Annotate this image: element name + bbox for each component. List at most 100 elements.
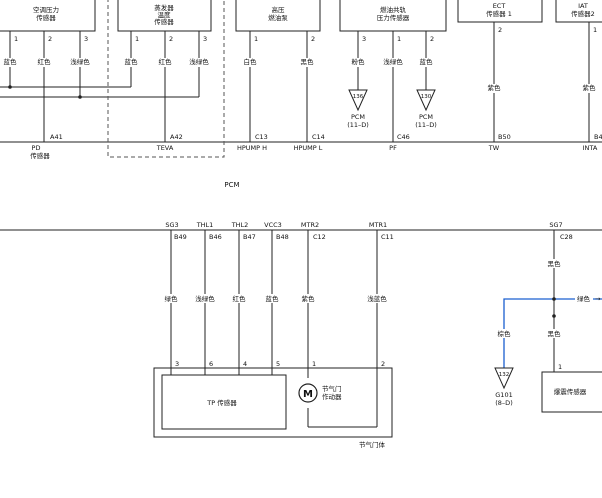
- rail-pin-3: 3: [362, 35, 366, 43]
- wire-hpump-2-text: 黑色: [301, 57, 315, 66]
- ect-label-2: 传感器 1: [486, 9, 512, 18]
- pcm-signal-sg3: SG3: [165, 221, 178, 229]
- ac-label-1: 空调压力: [33, 5, 59, 14]
- wire-sg7-right: 绿色: [577, 294, 591, 303]
- wire-rail-3-text: 粉色: [352, 57, 366, 66]
- throttle-pin-3: 3: [175, 360, 179, 368]
- ac-pressure-sensor-box: [0, 0, 96, 32]
- wire-ect-text: 紫色: [488, 83, 502, 92]
- wire-rail-1-text: 浅绿色: [383, 57, 403, 66]
- hpump-box: [235, 0, 321, 32]
- wire-evap-2-text: 红色: [159, 57, 173, 66]
- ground-ref-130-num: 130: [421, 94, 432, 100]
- iat-sensor-box: [555, 0, 602, 23]
- pcm-label: PCM: [224, 181, 239, 189]
- shield-wire-blue: [503, 298, 602, 368]
- pcm-signal-mtr1: MTR1: [369, 221, 387, 229]
- wire-vcc3: 蓝色: [266, 294, 280, 303]
- throttle-pin-1: 1: [312, 360, 316, 368]
- wire-evap-1-text: 蓝色: [125, 57, 139, 66]
- pcm-pin-c28: C28: [560, 233, 573, 241]
- ect-pin-2: 2: [498, 26, 502, 34]
- ac-pin-3: 3: [84, 35, 88, 43]
- ground-ref-136-num: 136: [353, 94, 364, 100]
- knock-sensor-pin-1: 1: [558, 363, 562, 371]
- throttle-pin-2: 2: [381, 360, 385, 368]
- wire-sg7-lower: 黑色: [548, 329, 562, 338]
- wire-sg7-right-arrow: →: [595, 295, 601, 303]
- throttle-body-outline: [153, 367, 393, 438]
- pcm-signal-hpump-l: HPUMP L: [294, 144, 323, 152]
- ac-pin-2: 2: [48, 35, 52, 43]
- pcm-pin-c14: C14: [312, 133, 325, 141]
- wire-thl1: 浅绿色: [195, 294, 215, 303]
- wire-sg7-left: 棕色: [498, 329, 512, 338]
- rail-pin-2: 2: [430, 35, 434, 43]
- hpump-label-1: 高压: [272, 5, 286, 14]
- pcm-signal-thl2: THL2: [231, 221, 249, 229]
- pcm-signal-teva: TEVA: [156, 144, 174, 152]
- wire-hpump-1-text: 白色: [244, 57, 258, 66]
- iat-pin-1: 1: [593, 26, 597, 34]
- wire-ac-1-text: 蓝色: [4, 57, 18, 66]
- pcm-signal-pf: PF: [389, 144, 397, 152]
- hpump-pin-1: 1: [254, 35, 258, 43]
- pcm-pin-b47: B47: [243, 233, 256, 241]
- evap-label-1: 蒸发器: [154, 3, 174, 12]
- evap-pin-2: 2: [169, 35, 173, 43]
- knock-sensor-box: [541, 371, 602, 413]
- pcm-signal-vcc3: VCC3: [264, 221, 282, 229]
- ac-pin-1: 1: [14, 35, 18, 43]
- pcm-signal-pd-sub: 传感器: [30, 151, 50, 160]
- motor-symbol: M: [303, 389, 313, 400]
- ac-label-2: 传感器: [36, 13, 56, 22]
- rail-pin-1: 1: [397, 35, 401, 43]
- ground-ref-136-label-2: (11–D): [347, 121, 369, 129]
- tp-sensor-label: TP 传感器: [206, 398, 237, 407]
- evap-label-3: 传感器: [154, 17, 174, 26]
- pcm-pin-c12: C12: [313, 233, 326, 241]
- ground-g101-num: 132: [499, 372, 510, 378]
- ground-ref-130-label-1: PCM: [419, 113, 433, 121]
- hpump-pin-2: 2: [311, 35, 315, 43]
- rail-label-1: 燃油共轨: [380, 5, 407, 14]
- pcm-pin-a42: A42: [170, 133, 183, 141]
- iat-label-1: IAT: [578, 2, 588, 10]
- rail-label-2: 压力传感器: [377, 13, 410, 22]
- pcm-signal-mtr2: MTR2: [301, 221, 319, 229]
- wire-iat-text: 紫色: [583, 83, 597, 92]
- throttle-pin-5: 5: [276, 360, 280, 368]
- pcm-pin-b46: B46: [209, 233, 222, 241]
- tp-sensor-box: [161, 374, 287, 430]
- ground-ref-136-symbol: [348, 89, 368, 112]
- throttle-pin-6: 6: [209, 360, 213, 368]
- pcm-pin-c11: C11: [381, 233, 394, 241]
- knock-sensor-label: 爆震传感器: [554, 387, 587, 396]
- evap-dashed-outline: [107, 0, 225, 158]
- iat-label-2: 传感器2: [571, 9, 595, 18]
- motor-label-1: 节气门: [322, 384, 342, 393]
- ground-ref-130-label-2: (11–D): [415, 121, 437, 129]
- ground-g101-symbol: [494, 367, 514, 390]
- wire-sg7-upper: 黑色: [548, 259, 562, 268]
- motor-icon: [298, 383, 318, 403]
- ground-g101-label-1: G101: [495, 391, 512, 399]
- ground-ref-130-symbol: [416, 89, 436, 112]
- wire-thl2: 红色: [233, 294, 247, 303]
- pcm-signal-hpump-h: HPUMP H: [237, 144, 267, 152]
- wire-ac-3-text: 浅绿色: [70, 57, 90, 66]
- evap-label-2: 温度: [158, 10, 172, 19]
- evap-pin-1: 1: [135, 35, 139, 43]
- wire-ac-2-text: 红色: [38, 57, 52, 66]
- pcm-pin-b49: B49: [174, 233, 187, 241]
- evap-pin-3: 3: [203, 35, 207, 43]
- hpump-label-2: 燃油泵: [268, 13, 288, 22]
- pcm-signal-pd: PD: [32, 144, 41, 152]
- pcm-pin-c13: C13: [255, 133, 268, 141]
- pcm-signal-thl1: THL1: [196, 221, 214, 229]
- wire-mtr2: 紫色: [302, 294, 316, 303]
- ground-g101-label-2: (8–D): [495, 399, 512, 407]
- pcm-signal-sg7: SG7: [549, 221, 562, 229]
